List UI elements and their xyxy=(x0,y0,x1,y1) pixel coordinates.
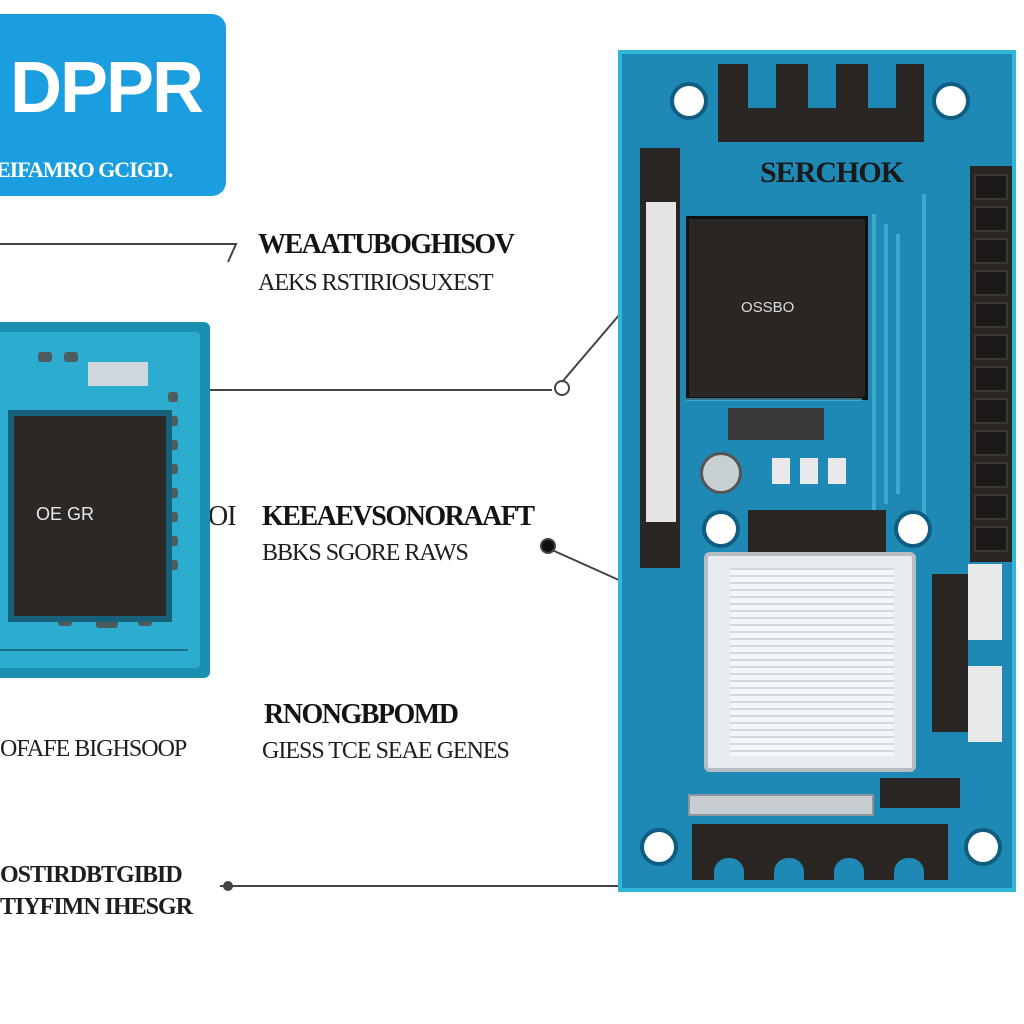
side-block xyxy=(968,666,1002,742)
trace xyxy=(884,224,888,504)
trace xyxy=(922,194,926,514)
callout-dot-2 xyxy=(554,380,570,396)
connector-notch xyxy=(834,858,864,880)
mount-hole xyxy=(702,510,740,548)
bottom-left-line1: OSTIRDBTGIBID xyxy=(0,862,183,888)
label-tag xyxy=(880,778,960,808)
header-pin xyxy=(974,174,1008,200)
mount-hole xyxy=(640,828,678,866)
callout-3-heading: RNONGBPOMD xyxy=(264,699,459,730)
callout-prefix: OI xyxy=(208,501,237,532)
logo-mark: DPPR xyxy=(10,48,204,128)
header-pin xyxy=(974,462,1008,488)
bottom-left-line2: TIYFIMN IHESGR xyxy=(0,894,193,920)
mount-hole xyxy=(670,82,708,120)
callout-line-2-diag xyxy=(561,313,621,383)
heatsink-fins xyxy=(730,568,894,756)
chip-substrate: OE GR xyxy=(0,332,200,668)
left-slot-insert xyxy=(646,202,676,522)
header-pin xyxy=(974,366,1008,392)
callout-1-sub: AEKS RSTIRIOSUXEST xyxy=(258,270,494,296)
header-pin xyxy=(974,238,1008,264)
header-pin xyxy=(974,526,1008,552)
mount-hole xyxy=(932,82,970,120)
header-pin xyxy=(974,494,1008,520)
chip-label: OE GR xyxy=(36,504,95,524)
circuit-board: SERCHOK OSSBO xyxy=(618,50,1016,892)
connector-notch-3 xyxy=(868,64,896,108)
cpu-label: OSSBO xyxy=(741,299,795,316)
connector-notch xyxy=(714,858,744,880)
mount-hole xyxy=(894,510,932,548)
mount-hole xyxy=(964,828,1002,866)
connector-notch xyxy=(894,858,924,880)
header-pin xyxy=(974,398,1008,424)
callout-3-sub: GIESS TCE SEAE GENES xyxy=(262,738,510,764)
cpu-chip: OSSBO xyxy=(686,216,868,400)
ic-strip xyxy=(748,510,886,556)
header-pin xyxy=(974,206,1008,232)
logo-badge: DPPR EIFAMRO GCIGD. xyxy=(0,14,226,196)
bottom-strip xyxy=(688,794,874,816)
callout-2-heading: KEEAEVSONORAAFT xyxy=(262,501,535,532)
side-connector xyxy=(932,574,968,732)
callout-dot-3 xyxy=(540,538,556,554)
callout-1-heading: WEAATUBOGHISOV xyxy=(258,229,515,260)
board-title: SERCHOK xyxy=(760,156,904,189)
logo-subtitle: EIFAMRO GCIGD. xyxy=(0,157,173,182)
heatsink xyxy=(704,552,916,772)
connector-notch-2 xyxy=(808,64,836,108)
callout-line-1 xyxy=(0,243,238,263)
connector-notch xyxy=(774,858,804,880)
callout-left-text: OFAFE BIGHSOOP xyxy=(0,736,187,762)
callout-2-sub: BBKS SGORE RAWS xyxy=(262,540,469,566)
header-pin xyxy=(974,302,1008,328)
callout-dot-4 xyxy=(223,881,233,891)
trace xyxy=(896,234,900,494)
side-block xyxy=(968,564,1002,640)
chip-die: OE GR xyxy=(8,410,172,622)
header-pin xyxy=(974,430,1008,456)
resistor xyxy=(828,458,846,484)
chip-module: OE GR xyxy=(0,322,210,678)
capacitor xyxy=(700,452,742,494)
resistor xyxy=(800,458,818,484)
trace xyxy=(872,214,876,514)
header-pin xyxy=(974,334,1008,360)
resistor xyxy=(772,458,790,484)
header-pin xyxy=(974,270,1008,296)
trace xyxy=(686,398,862,401)
ic-small xyxy=(728,408,824,440)
connector-notch-1 xyxy=(748,64,776,108)
